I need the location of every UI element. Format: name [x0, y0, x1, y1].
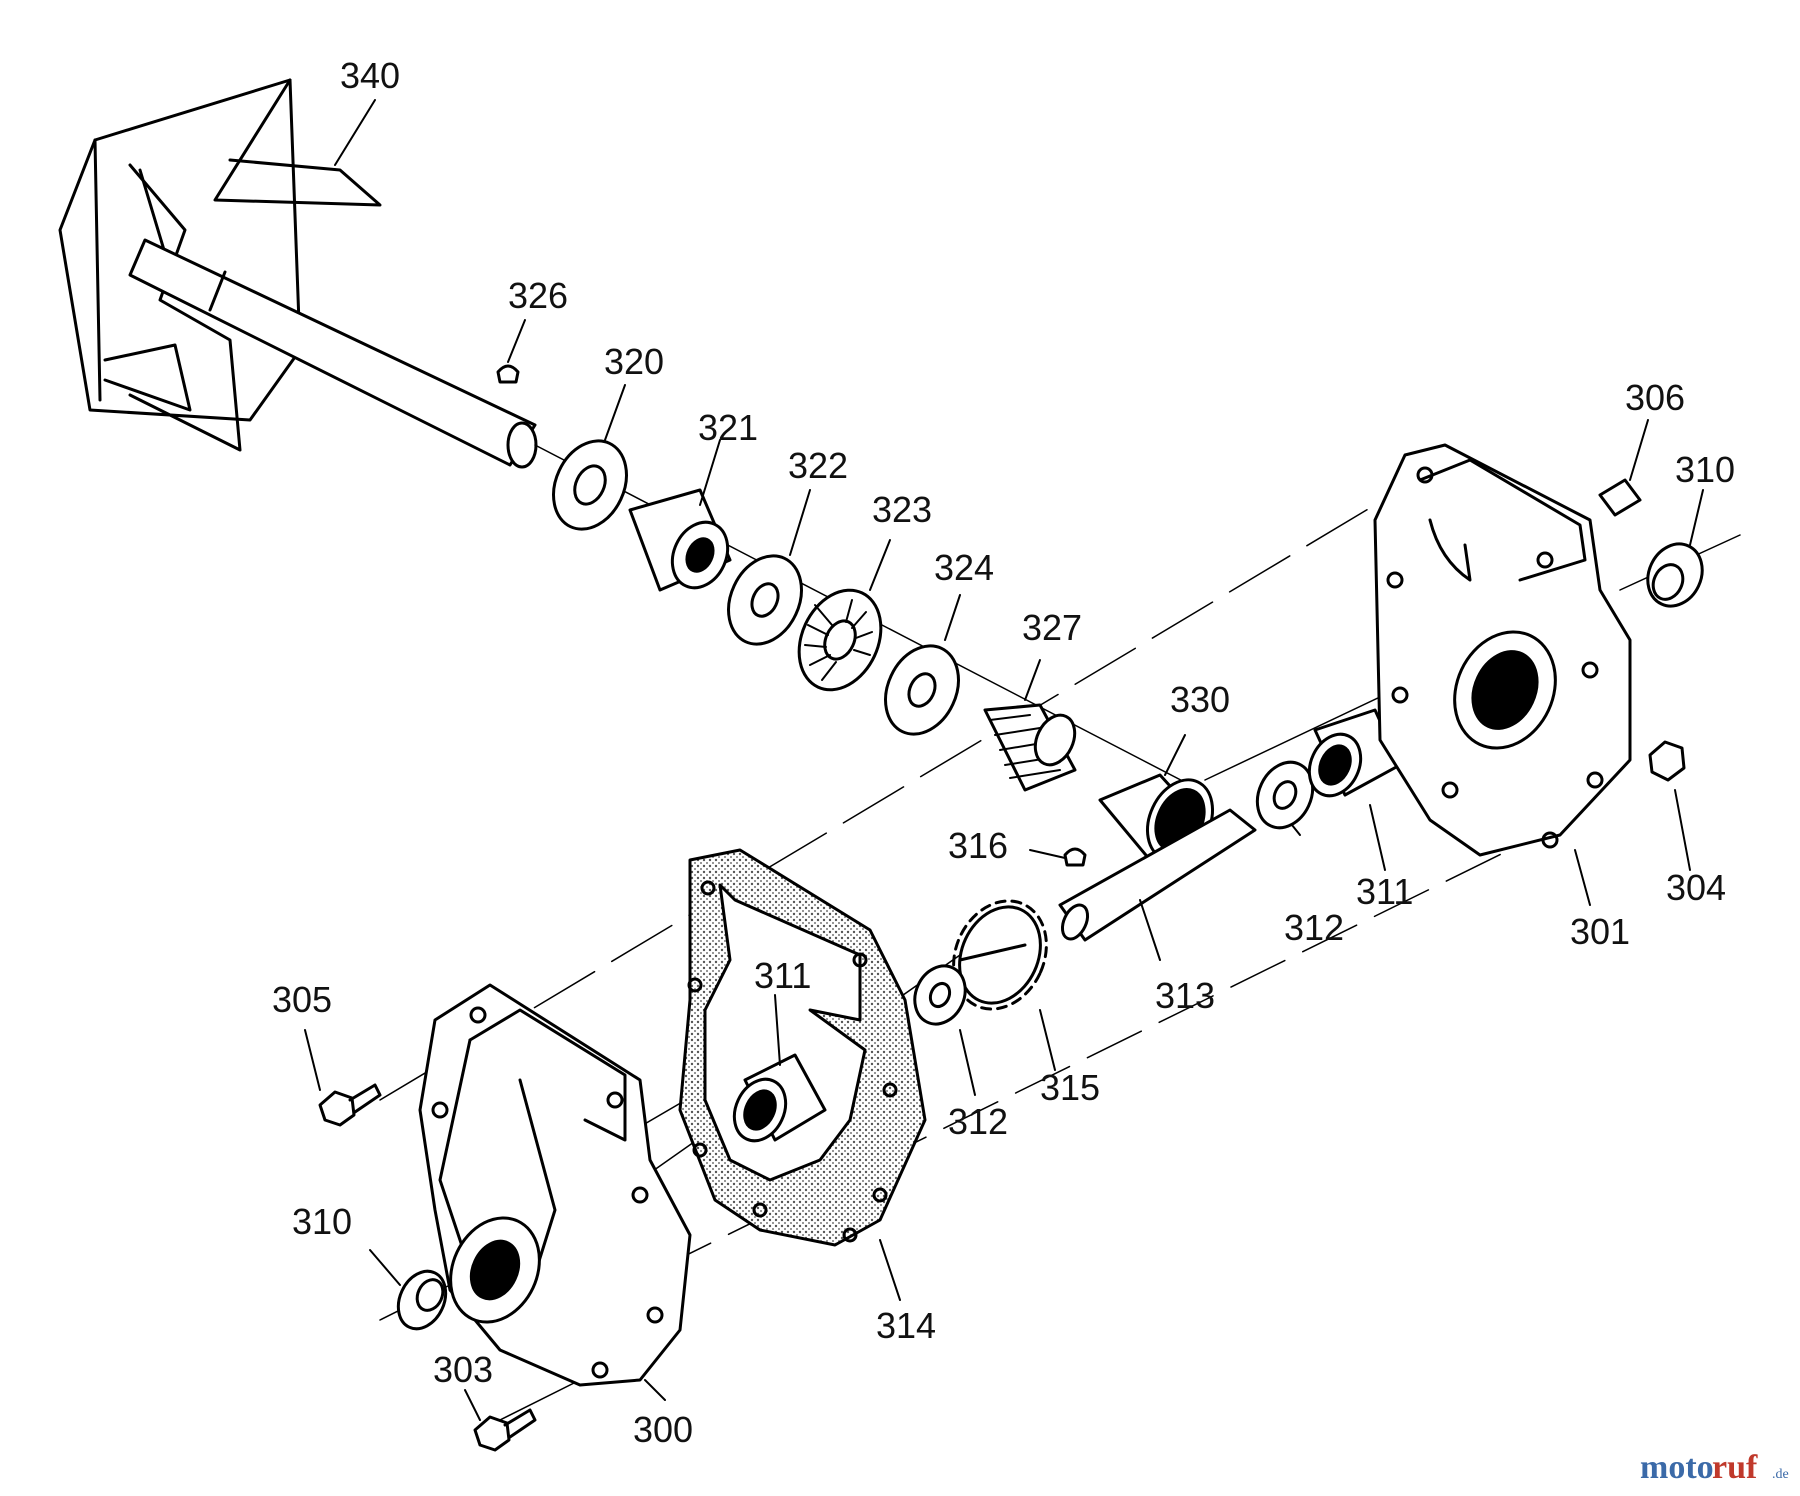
part-number-labels: 340 326 320 321 322 323 324 327 330 306 … — [272, 55, 1735, 1450]
key-part-326 — [496, 364, 520, 384]
label-316: 316 — [948, 825, 1008, 866]
label-321: 321 — [698, 407, 758, 448]
label-311-upper: 311 — [1356, 871, 1413, 912]
nut-part-304 — [1648, 740, 1686, 782]
watermark-suffix: .de — [1772, 1467, 1789, 1482]
label-303: 303 — [433, 1349, 493, 1390]
leader-lines — [304, 99, 1704, 1421]
gear-housing-part-300 — [418, 983, 692, 1387]
watermark-part1: moto — [1640, 1449, 1714, 1486]
label-322: 322 — [788, 445, 848, 486]
gasket-part-314 — [678, 848, 927, 1247]
cap-part-310-right — [1646, 542, 1704, 608]
watermark-part2: ruf — [1712, 1449, 1758, 1486]
label-330: 330 — [1170, 679, 1230, 720]
key-part-316 — [1063, 847, 1087, 867]
grease-fitting-part-306 — [1598, 478, 1642, 517]
label-327: 327 — [1022, 607, 1082, 648]
label-315: 315 — [1040, 1067, 1100, 1108]
washer-part-312-lower — [913, 964, 967, 1026]
label-301: 301 — [1570, 911, 1630, 952]
label-311-lower: 311 — [754, 955, 811, 996]
label-326: 326 — [508, 275, 568, 316]
worm-gear-part-327 — [983, 703, 1077, 792]
motoruf-watermark: moto ruf .de — [1640, 1449, 1789, 1486]
bushing-part-321 — [628, 488, 732, 592]
label-310-right: 310 — [1675, 449, 1735, 490]
gear-housing-part-301 — [1373, 443, 1632, 857]
label-304: 304 — [1666, 867, 1726, 908]
gear-shaft-part-313 — [1058, 808, 1257, 942]
label-305: 305 — [272, 979, 332, 1020]
bolt-part-305 — [318, 1083, 382, 1127]
thrust-bearing-part-323 — [797, 588, 883, 692]
cap-part-310-left — [396, 1269, 448, 1331]
bolt-part-303 — [473, 1408, 537, 1452]
label-320: 320 — [604, 341, 664, 382]
auger-impeller-part — [58, 78, 382, 452]
label-323: 323 — [872, 489, 932, 530]
label-312-upper: 312 — [1284, 907, 1344, 948]
washer-part-312-upper — [1255, 760, 1315, 830]
label-300: 300 — [633, 1409, 693, 1450]
label-310-left: 310 — [292, 1201, 352, 1242]
washer-part-322 — [727, 554, 803, 646]
label-314: 314 — [876, 1305, 936, 1346]
washer-part-324 — [884, 644, 960, 736]
label-340: 340 — [340, 55, 400, 96]
auger-shaft — [128, 238, 538, 469]
washer-part-320 — [552, 439, 628, 531]
label-324: 324 — [934, 547, 994, 588]
label-312-lower: 312 — [948, 1101, 1008, 1142]
gear-part-315 — [952, 899, 1048, 1011]
bushing-part-311-lower — [732, 1053, 827, 1143]
label-313: 313 — [1155, 975, 1215, 1016]
label-306: 306 — [1625, 377, 1685, 418]
